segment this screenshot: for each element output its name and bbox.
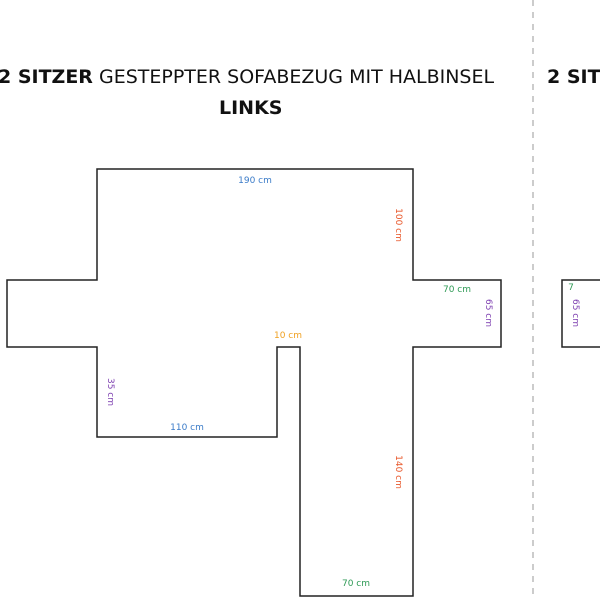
dim-arm-right-depth: 65 cm — [483, 298, 493, 328]
right-title-clipped: 2 SIT — [547, 66, 600, 88]
dim-arm-right-width: 70 cm — [442, 285, 472, 295]
right-dim-arm-depth: 65 cm — [570, 298, 580, 328]
right-sofa-outline — [561, 279, 600, 348]
right-dim-arm-width: 7 — [568, 283, 574, 293]
dim-chaise-width: 70 cm — [341, 579, 371, 589]
dim-chaise-length: 140 cm — [393, 455, 403, 489]
dim-left-depth: 35 cm — [105, 377, 115, 407]
left-title-line2: LINKS — [219, 97, 283, 119]
title-bold: 2 SITZER — [0, 66, 93, 88]
dim-top-width: 190 cm — [238, 176, 272, 186]
dim-bottom-left-width: 110 cm — [170, 423, 204, 433]
dim-gap: 10 cm — [273, 331, 303, 341]
title-rest: GESTEPPTER SOFABEZUG MIT HALBINSEL — [98, 66, 495, 88]
dim-right-height: 100 cm — [393, 208, 403, 242]
left-title-line1: 2 SITZER GESTEPPTER SOFABEZUG MIT HALBIN… — [0, 66, 494, 88]
sofa-cover-outline — [6, 168, 502, 597]
